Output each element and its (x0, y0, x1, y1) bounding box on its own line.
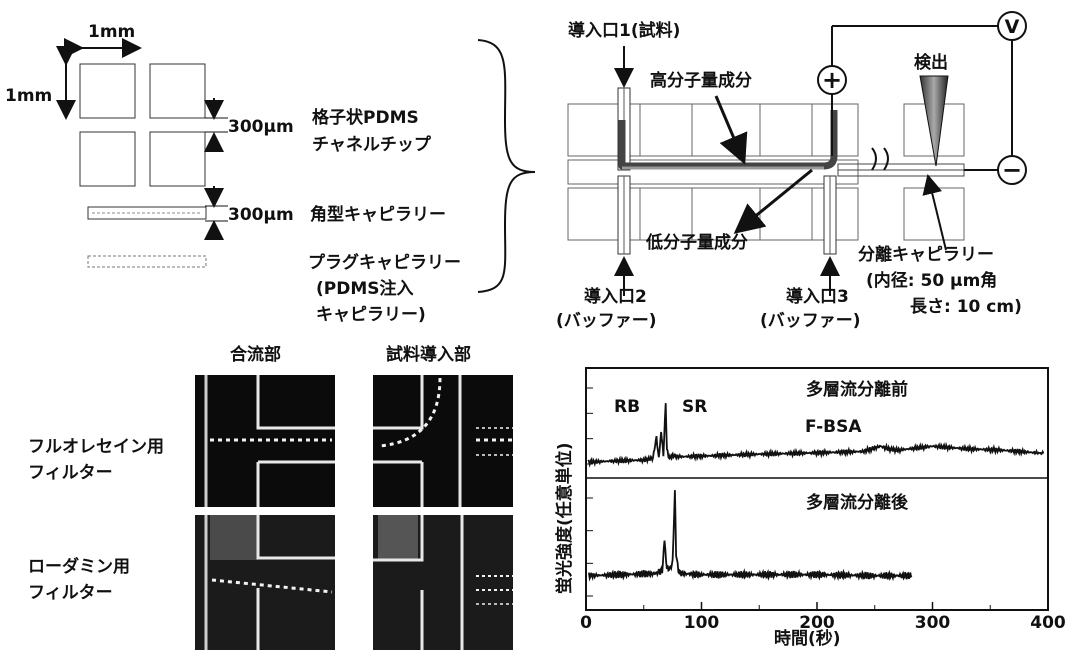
sep-cap-label-1: 分離キャピラリー (858, 244, 994, 265)
lattice-square (149, 131, 206, 187)
annotation-sr: SR (682, 397, 707, 417)
x-axis-label: 時間(秒) (774, 628, 841, 649)
minus-symbol: − (1002, 156, 1022, 184)
panel-2-title: 多層流分離後 (806, 492, 909, 513)
low-mw-label: 低分子量成分 (645, 232, 748, 253)
gap-300um-b: 300μm (228, 205, 294, 225)
detection-cone (919, 75, 949, 167)
detection-label: 検出 (914, 52, 948, 73)
x-tick-label: 100 (684, 613, 720, 633)
high-mw-stream (618, 110, 838, 170)
x-tick-label: 300 (915, 613, 951, 633)
lattice-square (79, 63, 136, 119)
assembled-device: + V − 検出 導入口1(試料) 高分子量成分 低分子量成分 導入口2 (バッ… (556, 11, 1027, 331)
lattice-square (79, 131, 136, 187)
annotation-rb: RB (614, 397, 640, 417)
gap-300um-a: 300μm (228, 117, 294, 137)
x-tick-label: 400 (1030, 613, 1066, 633)
sep-cap-label-2: (内径: 50 μm角 (866, 270, 997, 291)
micrograph-confluence-fluorescein (195, 375, 335, 507)
dim-1mm-vertical: 1mm (5, 86, 52, 106)
series-line-2 (587, 490, 913, 582)
micrographs: 合流部 試料導入部 フルオレセイン用 フィルター ローダミン用 フィルター (28, 344, 513, 650)
square-capillary-label: 角型キャピラリー (310, 204, 446, 225)
y-axis-label: 蛍光強度(任意単位) (554, 442, 575, 594)
micro-row-1-line2: フィルター (28, 463, 113, 483)
dim-1mm-horizontal: 1mm (88, 22, 135, 42)
micro-row-1-line1: フルオレセイン用 (28, 437, 164, 457)
lattice-chip-label-2: チャネルチップ (312, 134, 432, 155)
x-tick-label: 0 (580, 613, 592, 633)
plug-label-1: プラグキャピラリー (308, 252, 461, 273)
inlet-2-label-1: 導入口2 (584, 286, 647, 307)
chip-components: 1mm 1mm 300μm 格子状PDMS チャネルチップ 300μm 角型キャ… (5, 22, 536, 325)
assembly-brace (477, 39, 536, 293)
micrograph-injection-fluorescein (373, 375, 513, 507)
micro-col-2: 試料導入部 (386, 344, 471, 365)
annotation-f-bsa: F-BSA (805, 417, 862, 437)
panel-1-title: 多層流分離前 (806, 379, 908, 400)
inlet-2-label-2: (バッファー) (556, 311, 657, 331)
inlet-3-label-2: (バッファー) (760, 311, 861, 331)
high-mw-label: 高分子量成分 (650, 70, 752, 91)
micro-col-1: 合流部 (230, 344, 281, 365)
square-capillary (87, 206, 207, 220)
lattice-chip-label-1: 格子状PDMS (312, 107, 419, 128)
series-line-1 (587, 403, 1045, 468)
voltmeter-label: V (1005, 16, 1020, 38)
inlet-3-label-1: 導入口3 (786, 286, 849, 307)
micrograph-confluence-rhodamine (195, 515, 335, 650)
plug-label-3: キャピラリー) (316, 305, 426, 325)
inlet-1-label: 導入口1(試料) (568, 20, 680, 41)
plug-capillary (87, 255, 207, 268)
micrograph-injection-rhodamine (373, 515, 513, 650)
sep-cap-label-3: 長さ: 10 cm) (910, 297, 1022, 317)
lattice-square (149, 63, 206, 119)
plug-label-2: (PDMS注入 (316, 278, 414, 299)
x-tick-label: 200 (799, 613, 835, 633)
micro-row-2-line2: フィルター (28, 583, 113, 603)
chart: 0 100 200 300 400 蛍光強度(任意単位) 時間(秒) 多層流分離前 RB… (554, 367, 1066, 649)
micro-row-2-line1: ローダミン用 (28, 556, 130, 577)
plus-symbol: + (822, 66, 842, 94)
